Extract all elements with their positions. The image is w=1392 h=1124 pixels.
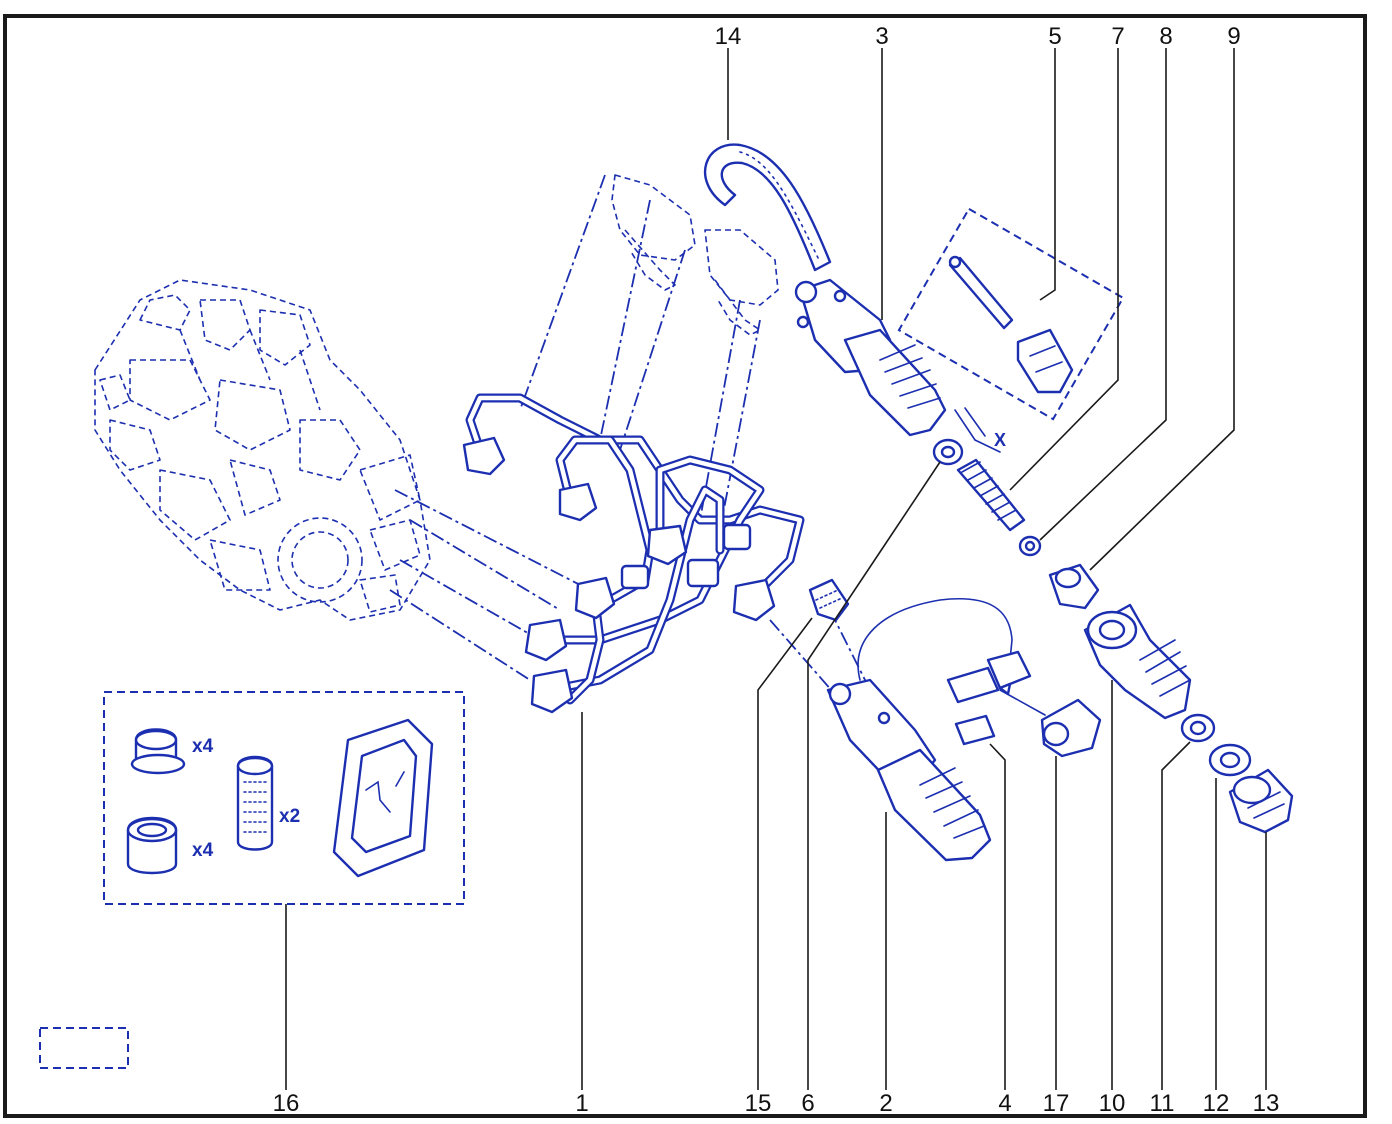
callout-11: 11 xyxy=(1150,1090,1175,1117)
nozzle-nut-13 xyxy=(1228,768,1294,834)
return-hose xyxy=(703,143,832,272)
injector-body-10 xyxy=(1083,603,1192,720)
pipe-nut xyxy=(462,436,506,476)
clip-4 xyxy=(954,714,996,746)
callout-13: 13 xyxy=(1253,1090,1280,1117)
ghost-injectors xyxy=(611,174,779,336)
pipe-nut xyxy=(530,668,574,714)
cap-15 xyxy=(808,578,850,622)
kit-box-5 xyxy=(897,207,1125,421)
wire-connector-plug xyxy=(986,650,1032,690)
washer-8 xyxy=(1018,535,1042,557)
callout-5: 5 xyxy=(1048,23,1061,50)
pipe-clamp xyxy=(686,558,720,588)
diagram-frame xyxy=(3,14,1367,1118)
callout-12: 12 xyxy=(1203,1090,1230,1117)
dimension-x-label: X xyxy=(994,430,1006,450)
pipe-nut xyxy=(646,524,688,566)
plugs-quantity: x4 xyxy=(192,840,214,861)
washer-6 xyxy=(932,438,964,466)
seal-tool-kit xyxy=(948,255,1074,394)
washer-12 xyxy=(1208,743,1252,777)
wire-connector xyxy=(946,666,1000,704)
callout-16: 16 xyxy=(273,1090,300,1117)
callout-10: 10 xyxy=(1099,1090,1126,1117)
callout-9: 9 xyxy=(1227,23,1240,50)
sleeve-9 xyxy=(1048,563,1100,610)
callout-15: 15 xyxy=(745,1090,772,1117)
caps-quantity: x4 xyxy=(192,736,214,757)
reference-box xyxy=(39,1027,129,1069)
spring-7 xyxy=(956,458,1026,532)
connector-set xyxy=(946,650,1102,758)
dimension-x: X xyxy=(954,407,1006,453)
injection-pump-ghost xyxy=(94,279,431,621)
ring-11 xyxy=(1180,713,1216,743)
callout-labels: 14 3 5 7 8 9 16 1 15 6 2 4 17 10 11 12 1… xyxy=(273,23,1280,1117)
callout-14: 14 xyxy=(715,23,742,50)
callout-4: 4 xyxy=(998,1090,1011,1117)
assembly-chain-lines xyxy=(389,174,871,701)
pipe-nut xyxy=(574,576,616,620)
pipe-clamp xyxy=(722,523,752,551)
pipe-clamp xyxy=(620,564,650,590)
sleeves-quantity: x2 xyxy=(279,806,300,827)
pipe-nut xyxy=(524,618,568,662)
callout-6: 6 xyxy=(801,1090,814,1117)
callout-8: 8 xyxy=(1159,23,1172,50)
injector-pipes-set xyxy=(462,393,805,714)
callout-17: 17 xyxy=(1043,1090,1070,1117)
pipe-nut xyxy=(558,482,598,522)
callout-2: 2 xyxy=(879,1090,892,1117)
pipe-nut xyxy=(732,578,776,622)
callout-3: 3 xyxy=(875,23,888,50)
callout-7: 7 xyxy=(1111,23,1124,50)
leader-lines xyxy=(285,48,1267,1090)
injector-upper xyxy=(794,278,947,437)
injector-lower xyxy=(826,598,1013,862)
callout-1: 1 xyxy=(575,1090,588,1117)
seal-kit-contents: x4 x4 x2 xyxy=(126,718,434,878)
